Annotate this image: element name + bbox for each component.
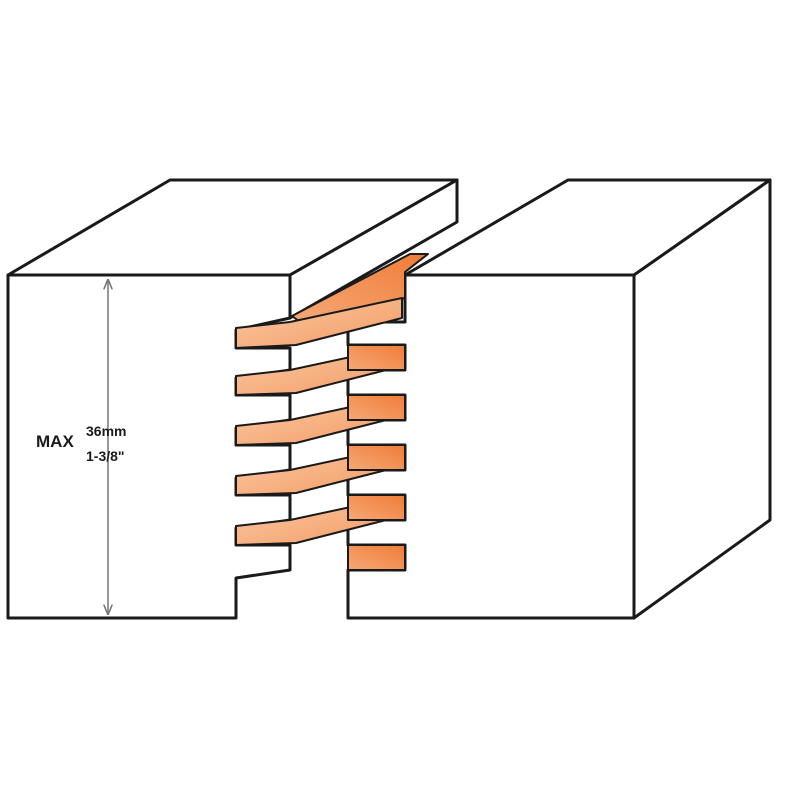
joint-notch-3 bbox=[347, 444, 406, 471]
joint-notch-4 bbox=[347, 494, 406, 521]
dimension-indicator: MAX 36mm 1-3/8" bbox=[36, 280, 126, 614]
joint-notch-2 bbox=[347, 394, 406, 421]
joint-profile bbox=[235, 253, 429, 571]
joint-notch-1 bbox=[347, 344, 406, 371]
dimension-prefix: MAX bbox=[36, 432, 74, 451]
right-block bbox=[346, 178, 772, 620]
dimension-imperial: 1-3/8" bbox=[86, 448, 125, 464]
left-block bbox=[6, 178, 459, 620]
joint-notch-5 bbox=[347, 544, 406, 571]
joint-tongue-1 bbox=[235, 297, 403, 349]
dimension-metric: 36mm bbox=[86, 423, 126, 439]
